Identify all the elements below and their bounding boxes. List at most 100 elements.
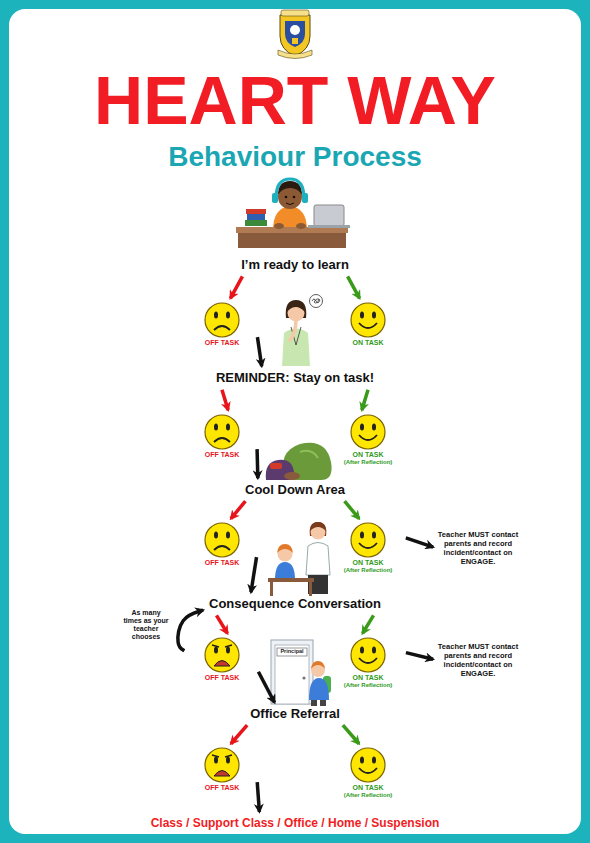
flow-arrow <box>230 276 242 298</box>
flow-arrow <box>258 672 274 703</box>
status-face: ON TASK(After Reflection) <box>333 746 403 799</box>
stage-label: I’m ready to learn <box>238 256 352 274</box>
face-eye <box>360 757 364 764</box>
status-face: OFF TASK <box>187 413 257 459</box>
node-text: OFF TASK <box>187 451 257 459</box>
smiley-face <box>203 636 241 674</box>
status-face: ON TASK(After Reflection) <box>333 413 403 466</box>
node-text: ON TASK <box>333 559 403 567</box>
teacher-figure <box>282 295 323 367</box>
smiley-face <box>349 521 387 559</box>
subtitle: Behaviour Process <box>168 143 422 171</box>
flow-arrow <box>231 501 246 519</box>
face-eye <box>226 424 230 431</box>
face-eye <box>214 647 218 654</box>
face-disc <box>205 748 239 782</box>
face-eye <box>214 424 218 431</box>
node-text: Cool Down Area <box>242 481 348 499</box>
face-disc <box>205 523 239 557</box>
flow-arrow <box>257 782 259 812</box>
face-open-mouth <box>214 661 230 667</box>
face-smile <box>359 323 377 328</box>
flow-arrow <box>362 390 368 410</box>
face-open-mouth <box>214 771 230 777</box>
face-disc <box>351 415 385 449</box>
smiley-face <box>203 746 241 784</box>
node-text: OFF TASK <box>187 559 257 567</box>
flow-arrow <box>257 337 261 366</box>
stage-label: Cool Down Area <box>242 481 348 499</box>
face-disc <box>351 523 385 557</box>
face-eye <box>372 647 376 654</box>
node-subtext: (After Reflection) <box>333 459 403 466</box>
node-text: REMINDER: Stay on task! <box>213 369 377 387</box>
face-eye <box>214 757 218 764</box>
flow-arrow <box>406 538 433 547</box>
flow-arrow <box>348 276 360 298</box>
face-brows <box>212 645 232 647</box>
node-subtext: (After Reflection) <box>333 682 403 689</box>
door-sign: Principal <box>280 649 303 655</box>
node-text: Consequence Conversation <box>206 595 384 613</box>
smiley-face <box>349 636 387 674</box>
final-outcomes: Class / Support Class / Office / Home / … <box>148 815 443 831</box>
consequence-conversation-figures <box>268 522 330 596</box>
status-face: ON TASK(After Reflection) <box>333 521 403 574</box>
node-text: ON TASK <box>333 784 403 792</box>
face-eye <box>226 532 230 539</box>
face-eye <box>372 424 376 431</box>
node-subtext: (After Reflection) <box>333 567 403 574</box>
parent-contact-note: Teacher MUST contact parents and record … <box>436 529 520 567</box>
flow-arrow <box>255 449 259 478</box>
face-disc <box>351 748 385 782</box>
node-text: ON TASK <box>333 451 403 459</box>
flow-arrow <box>345 501 360 519</box>
flow-arrow <box>363 615 374 633</box>
student-at-desk <box>236 179 350 248</box>
face-disc <box>205 303 239 337</box>
parent-contact-note: Teacher MUST contact parents and record … <box>436 641 520 679</box>
face-eye <box>226 312 230 319</box>
status-face: ON TASK(After Reflection) <box>333 636 403 689</box>
flow-arrow <box>178 610 203 651</box>
node-text: I’m ready to learn <box>238 256 352 274</box>
face-smile <box>359 658 377 663</box>
flow-arrow <box>343 725 359 744</box>
face-frown <box>214 438 230 442</box>
face-eye <box>372 312 376 319</box>
face-brows <box>212 755 232 757</box>
node-text: ON TASK <box>333 674 403 682</box>
smiley-face <box>349 413 387 451</box>
student-at-door <box>309 661 331 706</box>
node-text: OFF TASK <box>187 674 257 682</box>
status-face: OFF TASK <box>187 746 257 792</box>
face-eye <box>226 757 230 764</box>
stage-label: Consequence Conversation <box>206 595 384 613</box>
node-text: Teacher MUST contact parents and record … <box>436 529 520 567</box>
smiley-face <box>203 521 241 559</box>
face-smile <box>359 543 377 548</box>
face-disc <box>205 638 239 672</box>
face-disc <box>205 415 239 449</box>
face-eye <box>214 312 218 319</box>
stage-label: REMINDER: Stay on task! <box>213 369 377 387</box>
stage-label: Office Referral <box>247 705 343 723</box>
node-text: OFF TASK <box>187 784 257 792</box>
face-eye <box>372 757 376 764</box>
face-smile <box>359 768 377 773</box>
status-face: OFF TASK <box>187 636 257 682</box>
face-frown <box>214 546 230 550</box>
status-face: OFF TASK <box>187 521 257 567</box>
smiley-face <box>203 301 241 339</box>
face-disc <box>351 303 385 337</box>
status-face: ON TASK <box>333 301 403 347</box>
smiley-face <box>203 413 241 451</box>
face-smile <box>359 435 377 440</box>
node-text: ON TASK <box>333 339 403 347</box>
principal-door <box>271 640 313 704</box>
face-disc <box>351 638 385 672</box>
smiley-face <box>349 301 387 339</box>
status-face: OFF TASK <box>187 301 257 347</box>
flow-arrow <box>406 653 433 660</box>
